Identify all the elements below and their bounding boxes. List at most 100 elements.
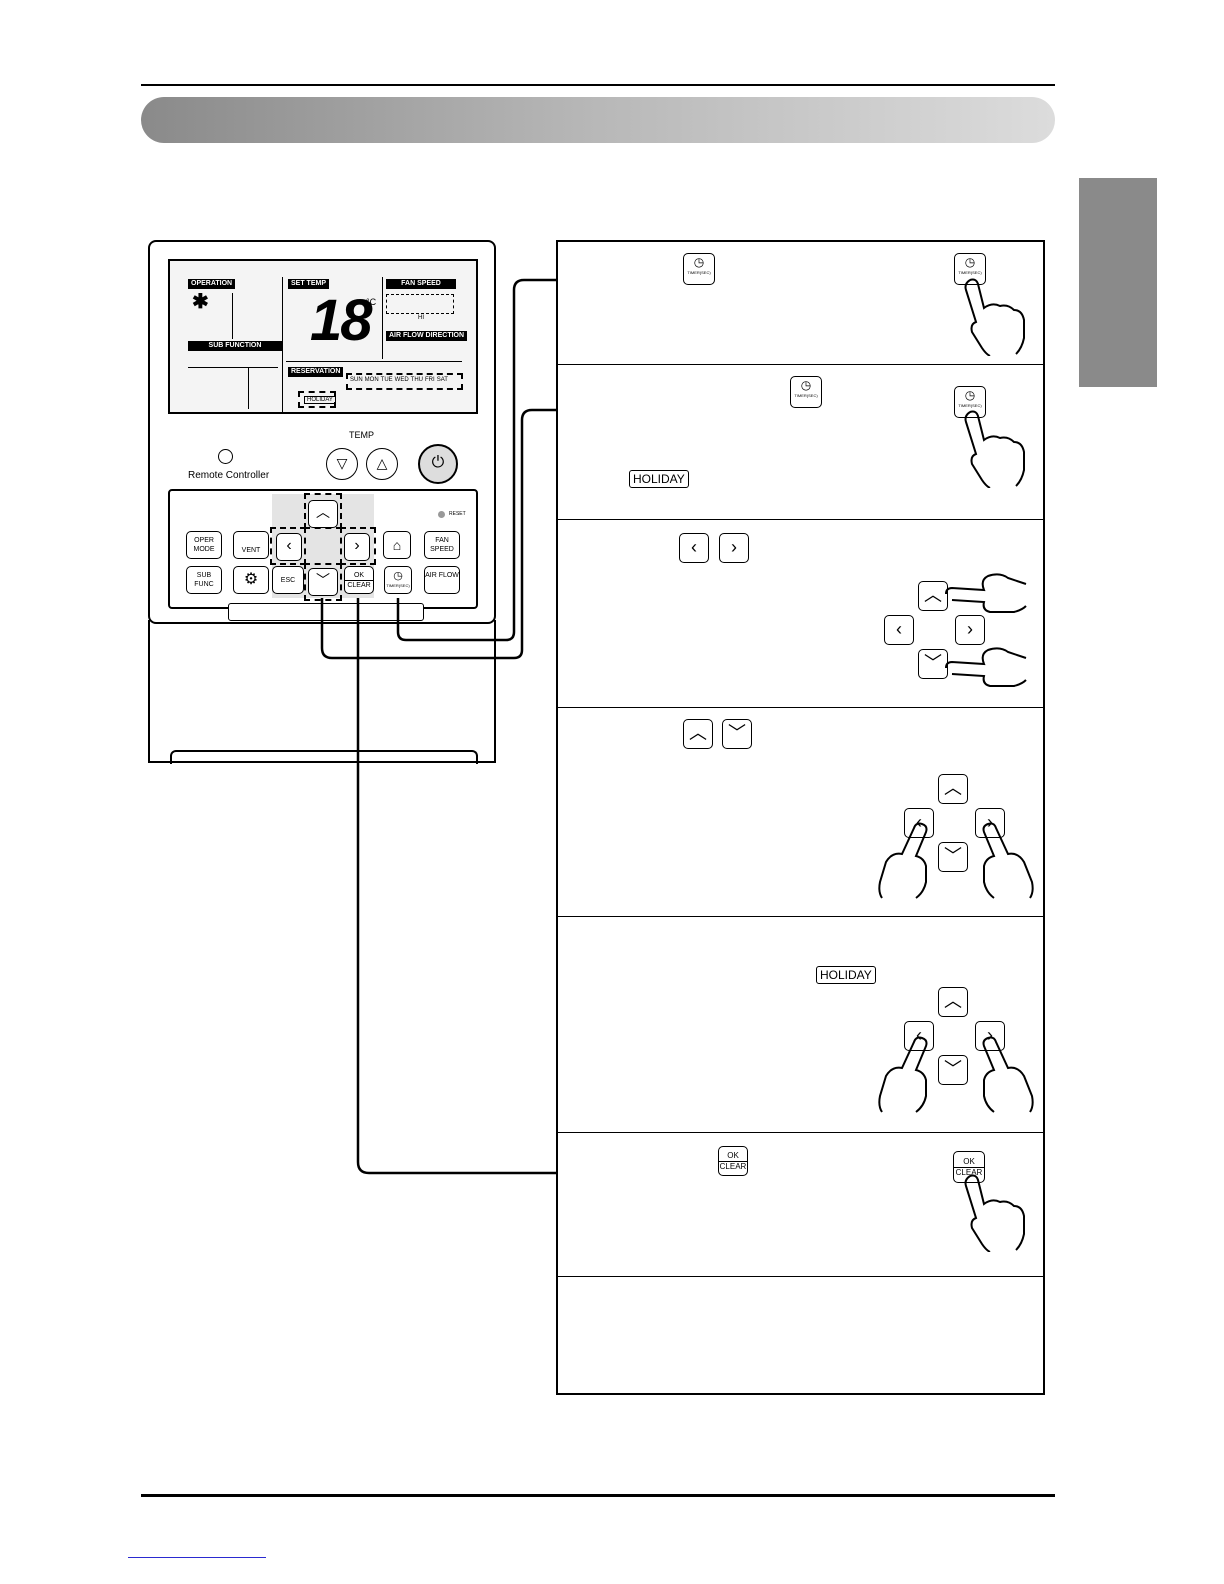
up-arrow-icon: ︿ bbox=[944, 778, 962, 798]
left-arrow-icon: ‹ bbox=[286, 537, 292, 554]
right-arrow-icon: › bbox=[731, 537, 737, 557]
lcd-airflow-label: AIR FLOW DIRECTION bbox=[386, 331, 468, 341]
timer-button[interactable]: ◷ TIMER(SEC) bbox=[384, 566, 412, 594]
air-flow-button[interactable]: AIR FLOW bbox=[424, 566, 460, 594]
holiday-tag: HOLIDAY bbox=[629, 470, 689, 488]
bottom-rule bbox=[141, 1494, 1055, 1497]
oper-mode-button[interactable]: OPER MODE bbox=[186, 531, 222, 559]
settings-button[interactable]: ⚙ bbox=[233, 566, 269, 594]
down-arrow-key[interactable]: ﹀ bbox=[938, 842, 968, 872]
connector-ok-step6 bbox=[356, 598, 556, 1175]
vent-label: VENT bbox=[241, 547, 261, 554]
step-divider bbox=[556, 707, 1045, 708]
left-arrow-icon: ‹ bbox=[691, 537, 697, 557]
lcd-sub-function-label: SUB FUNCTION bbox=[188, 341, 282, 351]
section-banner bbox=[141, 97, 1055, 143]
lcd-day: TUE bbox=[380, 377, 393, 383]
left-arrow-icon: ‹ bbox=[916, 812, 922, 832]
footer-link-underline[interactable] bbox=[128, 1557, 266, 1558]
right-arrow-key[interactable]: › bbox=[975, 1021, 1005, 1051]
hand-pointer-icon bbox=[964, 278, 1025, 356]
sub-func-button[interactable]: SUB FUNC bbox=[186, 566, 222, 594]
lcd-fan-bars bbox=[386, 294, 454, 314]
hand-pointer-icon bbox=[964, 410, 1025, 488]
reset-dot[interactable] bbox=[438, 511, 445, 518]
timer-key-label: TIMER(SEC) bbox=[958, 270, 982, 275]
lcd-reservation-label: RESERVATION bbox=[288, 367, 344, 377]
lcd-day: SUN bbox=[350, 377, 363, 383]
hand-pointer-icon bbox=[964, 1174, 1025, 1252]
left-key-highlight bbox=[270, 527, 306, 565]
esc-button[interactable]: ESC bbox=[272, 566, 304, 594]
down-arrow-icon: ﹀ bbox=[316, 572, 330, 588]
timer-key-press[interactable]: ◷ TIMER(SEC) bbox=[954, 386, 986, 418]
left-arrow-icon: ‹ bbox=[916, 1025, 922, 1045]
lcd-sub-grid-line bbox=[248, 367, 249, 409]
stand-hinge bbox=[228, 603, 424, 621]
step-divider bbox=[556, 1276, 1045, 1277]
remote-stand bbox=[148, 620, 496, 763]
down-arrow-icon: ﹀ bbox=[944, 846, 962, 866]
top-rule bbox=[141, 84, 1055, 86]
up-arrow-key[interactable]: ︿ bbox=[938, 774, 968, 804]
timer-key-inline: ◷ TIMER(SEC) bbox=[683, 253, 715, 285]
lcd-day: WED bbox=[394, 377, 409, 383]
step-divider bbox=[556, 1132, 1045, 1133]
down-arrow-icon: ﹀ bbox=[728, 723, 746, 743]
remote-lcd-screen: OPERATION ✱ SUB FUNCTION SET TEMP 18 °C … bbox=[168, 259, 478, 414]
temp-up-button[interactable]: △ bbox=[366, 448, 398, 480]
connector-timer-step1 bbox=[396, 278, 556, 642]
hand-pointer-icon bbox=[878, 1036, 928, 1113]
power-button[interactable]: ⏻ bbox=[418, 444, 458, 484]
down-arrow-key[interactable]: ﹀ bbox=[918, 649, 948, 679]
ok-clear-button[interactable]: OK CLEAR bbox=[344, 566, 374, 594]
reset-label: RESET bbox=[449, 511, 466, 517]
lcd-divider-2 bbox=[382, 277, 383, 359]
right-arrow-icon: › bbox=[354, 537, 360, 554]
lcd-temp-unit: °C bbox=[366, 297, 377, 307]
clock-icon: ◷ bbox=[693, 255, 705, 269]
hand-pointer-icon bbox=[878, 822, 928, 899]
left-arrow-key[interactable]: ‹ bbox=[904, 1021, 934, 1051]
left-arrow-key[interactable]: ‹ bbox=[884, 615, 914, 645]
right-arrow-icon: › bbox=[987, 812, 993, 832]
fan-speed-button[interactable]: FAN SPEED bbox=[424, 531, 460, 559]
lcd-day: MON bbox=[364, 377, 379, 383]
right-key-highlight bbox=[340, 527, 376, 565]
hand-pointer-icon bbox=[945, 647, 1027, 687]
clock-icon: ◷ bbox=[964, 255, 976, 269]
timer-key-label: TIMER(SEC) bbox=[794, 393, 818, 398]
lcd-day: SAT bbox=[436, 377, 448, 383]
holiday-highlight bbox=[298, 391, 336, 408]
up-arrow-key[interactable]: ︿ bbox=[918, 581, 948, 611]
up-arrow-key[interactable]: ︿ bbox=[938, 987, 968, 1017]
ok-label: OK bbox=[727, 1151, 739, 1160]
clear-label: CLEAR bbox=[345, 580, 373, 590]
remote-controller-label: Remote Controller bbox=[188, 470, 270, 481]
down-arrow-button[interactable]: ﹀ bbox=[308, 568, 338, 596]
lcd-day: THU bbox=[410, 377, 424, 383]
up-arrow-icon: ︿ bbox=[924, 585, 942, 605]
left-arrow-key-inline: ‹ bbox=[679, 533, 709, 563]
timer-key-label: TIMER(SEC) bbox=[958, 403, 982, 408]
right-arrow-key[interactable]: › bbox=[975, 808, 1005, 838]
left-arrow-button[interactable]: ‹ bbox=[276, 533, 302, 561]
home-temp-button[interactable]: ⌂ bbox=[383, 531, 411, 559]
lcd-temp-value: 18 bbox=[310, 288, 372, 353]
clear-label: CLEAR bbox=[719, 1161, 747, 1171]
step-divider bbox=[556, 364, 1045, 365]
right-arrow-key[interactable]: › bbox=[955, 615, 985, 645]
stand-foot bbox=[170, 750, 478, 764]
step-divider bbox=[556, 916, 1045, 917]
hand-pointer-icon bbox=[982, 1036, 1034, 1113]
timer-key-inline: ◷ TIMER(SEC) bbox=[790, 376, 822, 408]
left-arrow-icon: ‹ bbox=[896, 619, 902, 639]
down-arrow-key[interactable]: ﹀ bbox=[938, 1055, 968, 1085]
side-tab bbox=[1079, 178, 1157, 387]
temp-down-button[interactable]: ▽ bbox=[326, 448, 358, 480]
vent-button[interactable]: VENT bbox=[233, 531, 269, 559]
clock-icon: ◷ bbox=[800, 378, 812, 392]
ok-clear-key-inline: OK CLEAR bbox=[718, 1146, 748, 1176]
right-arrow-button[interactable]: › bbox=[344, 533, 370, 561]
